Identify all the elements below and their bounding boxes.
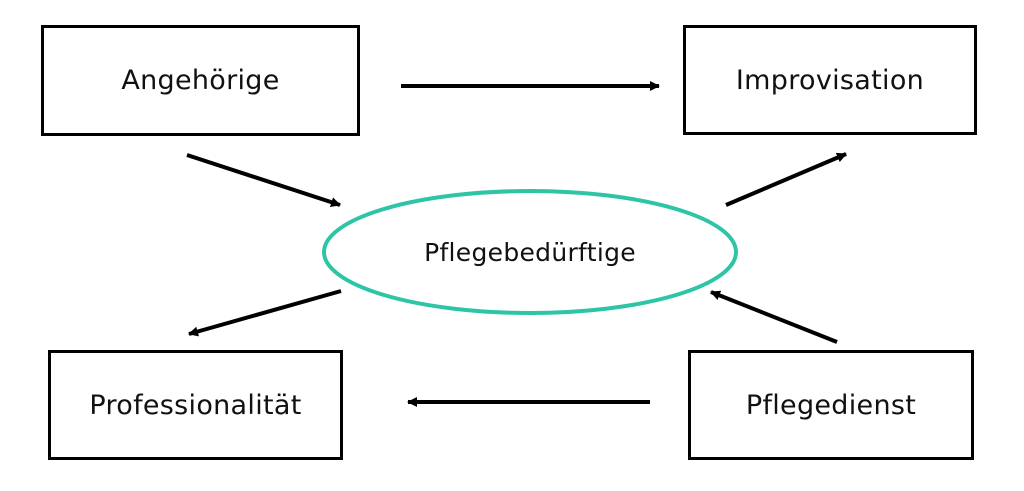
- node-improvisation: Improvisation: [683, 25, 977, 135]
- node-label-angehoerige: Angehörige: [121, 65, 280, 96]
- node-pflegebeduerftige: Pflegebedürftige: [323, 190, 737, 314]
- node-pflegedienst: Pflegedienst: [688, 350, 974, 460]
- node-professionalitaet: Professionalität: [48, 350, 343, 460]
- center-ellipse: [322, 189, 738, 315]
- arrow-pflegebeduerftige-to-improvisation: [725, 152, 847, 207]
- arrow-pflegedienst-to-pflegebeduerftige: [710, 290, 838, 344]
- node-label-pflegedienst: Pflegedienst: [745, 389, 917, 421]
- node-label-professionalitaet: Professionalität: [89, 389, 302, 421]
- node-angehoerige: Angehörige: [41, 25, 360, 136]
- arrow-angehoerige-to-pflegebeduerftige: [186, 153, 341, 207]
- arrow-pflegebeduerftige-to-professionalitaet: [188, 289, 342, 337]
- node-label-improvisation: Improvisation: [735, 64, 925, 96]
- node-label-pflegebeduerftige: Pflegebedürftige: [424, 237, 636, 267]
